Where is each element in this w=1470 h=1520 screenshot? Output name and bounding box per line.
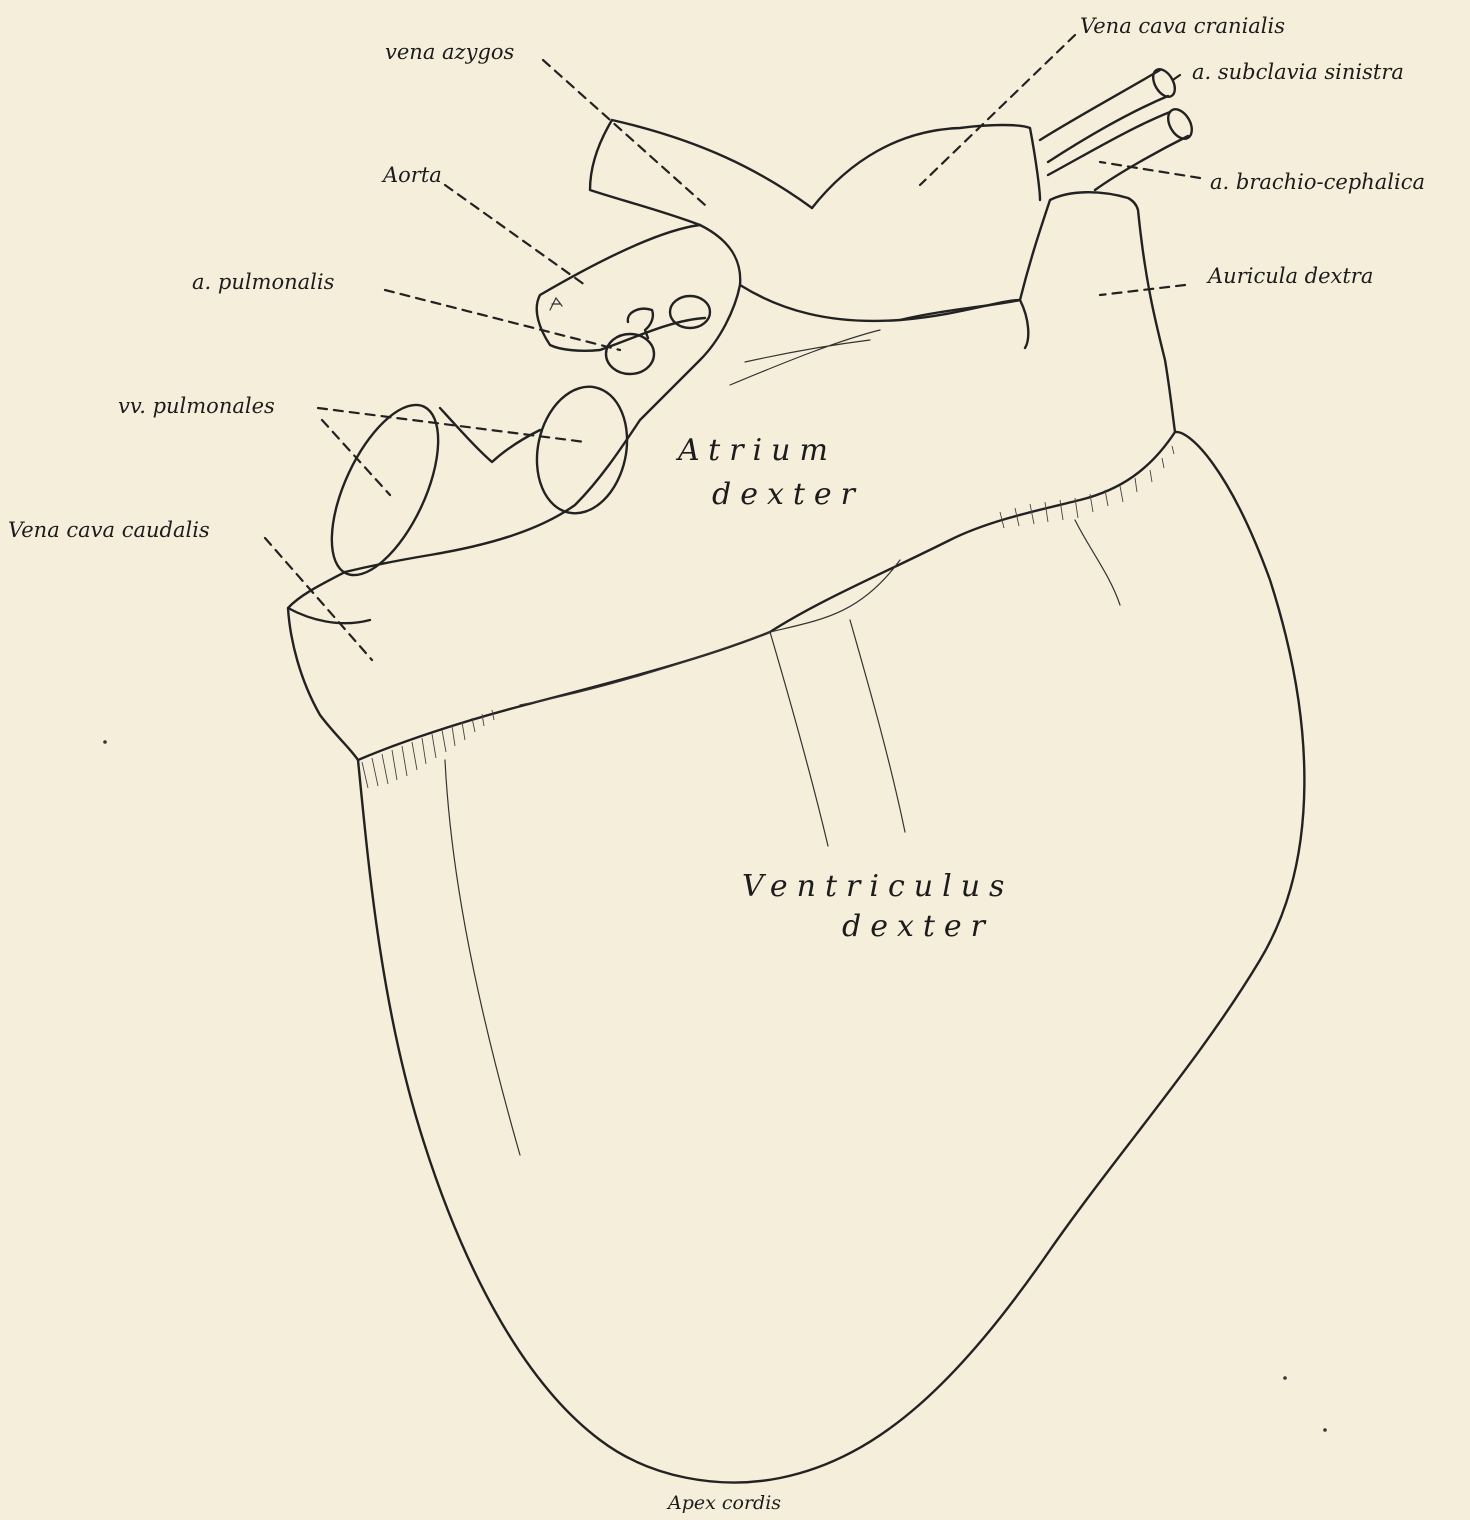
pulmonary-vein-left [310,390,460,591]
coronary-line-1 [770,632,828,846]
coronary-line-3 [445,760,520,1155]
sulcus-line [520,560,900,705]
label-ventriculus-line1: Ventriculus [742,872,1013,902]
label-aorta: Aorta [383,165,442,186]
leader-vv-pulmonales-2 [322,420,390,495]
label-apex-cordis: Apex cordis [668,1494,781,1513]
a-subclavia-opening [1149,66,1180,101]
label-a-pulmonalis: a. pulmonalis [192,272,334,293]
aorta-mark [550,298,562,310]
coronary-line-4 [1075,520,1120,605]
label-atrium-line1: Atrium [678,436,837,466]
speck [103,740,107,744]
pulmonary-vein-right [526,378,639,521]
coronary-line-2 [850,620,905,832]
label-ventriculus-line2: dexter [842,912,994,942]
leader-vena-cava-caudalis [265,538,372,660]
speck [1283,1376,1287,1380]
label-atrium-line2: dexter [712,480,864,510]
a-subclavia-outline [1040,70,1168,162]
label-a-brachio-cephalica: a. brachio-cephalica [1210,172,1425,193]
label-vv-pulmonales: vv. pulmonales [118,396,275,417]
label-vena-azygos: vena azygos [385,42,514,63]
pulmonary-ring-2 [670,296,710,328]
label-a-subclavia-sinistra: a. subclavia sinistra [1192,62,1404,83]
label-auricula-dextra: Auricula dextra [1208,266,1373,287]
a-brachiocephalica-opening [1163,105,1196,143]
leader-vena-azygos [543,60,705,205]
atrium-crease [730,330,880,385]
label-vena-cava-cranialis: Vena cava cranialis [1080,16,1285,37]
hatching-right [1000,446,1174,528]
aorta-outline [537,225,705,351]
auricula-outline [900,192,1175,432]
leader-aorta [445,185,585,285]
ventricle-outline [358,432,1304,1483]
vena-cava-cranialis-outline [812,125,1040,208]
svc-lower-edge [740,285,1028,348]
leader-auricula-dextra [1100,285,1185,295]
leader-vena-cava-cranialis [920,35,1075,185]
leader-a-pulmonalis [385,290,620,350]
label-vena-cava-caudalis: Vena cava caudalis [8,520,210,541]
vena-cava-caudalis-outline [288,572,370,760]
speck [1323,1428,1327,1432]
